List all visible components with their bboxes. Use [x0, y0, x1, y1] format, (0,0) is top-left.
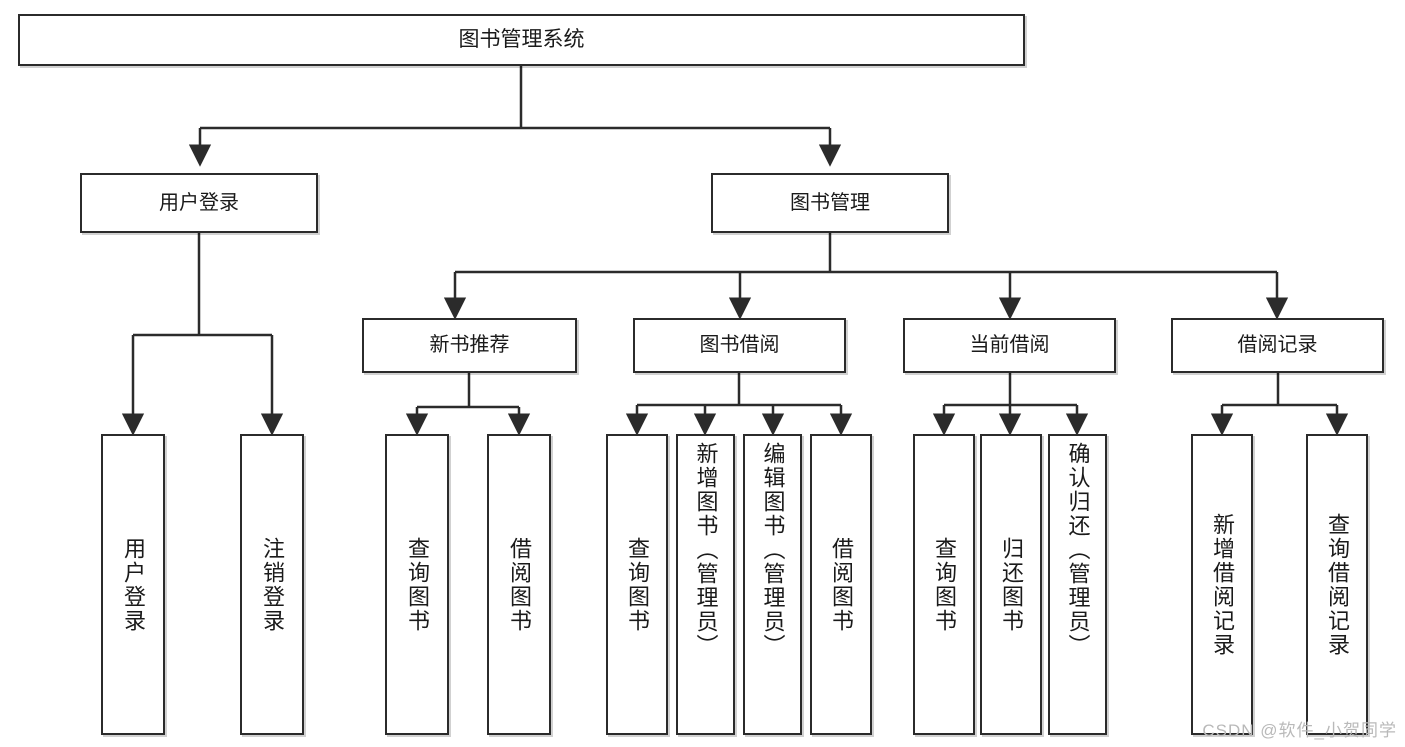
node-leaf-user-login[interactable]: 用户登录 [101, 434, 165, 735]
node-leaf-borrow-book-recommend[interactable]: 借阅图书 [487, 434, 551, 735]
node-leaf-query-borrow-record[interactable]: 查询借阅记录 [1306, 434, 1368, 735]
node-leaf-confirm-return-label: 确认归还（管理员） [1065, 442, 1091, 658]
node-current-borrow[interactable]: 当前借阅 [903, 318, 1116, 373]
node-book-management[interactable]: 图书管理 [711, 173, 949, 233]
node-leaf-query-book-borrow[interactable]: 查询图书 [606, 434, 668, 735]
node-leaf-lend-book[interactable]: 借阅图书 [810, 434, 872, 735]
node-leaf-query-book-recommend[interactable]: 查询图书 [385, 434, 449, 735]
node-user-login[interactable]: 用户登录 [80, 173, 318, 233]
node-leaf-return-book-label: 归还图书 [999, 536, 1024, 633]
node-leaf-add-book[interactable]: 新增图书（管理员） [676, 434, 735, 735]
node-leaf-logout-label: 注销登录 [260, 536, 285, 633]
node-leaf-query-book-recommend-label: 查询图书 [405, 536, 430, 633]
node-leaf-return-book[interactable]: 归还图书 [980, 434, 1042, 735]
node-leaf-lend-book-label: 借阅图书 [829, 536, 854, 633]
node-new-book-recommend-label: 新书推荐 [429, 334, 510, 356]
node-leaf-borrow-book-recommend-label: 借阅图书 [507, 536, 532, 633]
node-leaf-logout[interactable]: 注销登录 [240, 434, 304, 735]
node-leaf-edit-book[interactable]: 编辑图书（管理员） [743, 434, 802, 735]
watermark-text: CSDN @软件_小贺同学 [1202, 721, 1397, 740]
node-user-login-label: 用户登录 [159, 191, 239, 214]
node-root-system[interactable]: 图书管理系统 [18, 14, 1025, 66]
node-leaf-query-book-borrow-label: 查询图书 [625, 536, 650, 633]
node-leaf-add-borrow-record[interactable]: 新增借阅记录 [1191, 434, 1253, 735]
node-leaf-add-book-label: 新增图书（管理员） [693, 442, 719, 658]
node-borrow-records[interactable]: 借阅记录 [1171, 318, 1384, 373]
node-book-management-label: 图书管理 [790, 191, 870, 214]
node-borrow-records-label: 借阅记录 [1237, 334, 1318, 356]
node-new-book-recommend[interactable]: 新书推荐 [362, 318, 577, 373]
node-leaf-query-book-current[interactable]: 查询图书 [913, 434, 975, 735]
node-leaf-user-login-label: 用户登录 [121, 536, 146, 633]
node-leaf-confirm-return[interactable]: 确认归还（管理员） [1048, 434, 1107, 735]
node-current-borrow-label: 当前借阅 [969, 334, 1050, 356]
node-leaf-edit-book-label: 编辑图书（管理员） [760, 442, 786, 658]
node-leaf-query-book-current-label: 查询图书 [932, 536, 957, 633]
node-root-system-label: 图书管理系统 [458, 27, 585, 51]
node-book-borrow[interactable]: 图书借阅 [633, 318, 846, 373]
node-leaf-query-borrow-record-label: 查询借阅记录 [1325, 512, 1350, 657]
node-leaf-add-borrow-record-label: 新增借阅记录 [1210, 512, 1235, 657]
node-book-borrow-label: 图书借阅 [699, 334, 780, 356]
